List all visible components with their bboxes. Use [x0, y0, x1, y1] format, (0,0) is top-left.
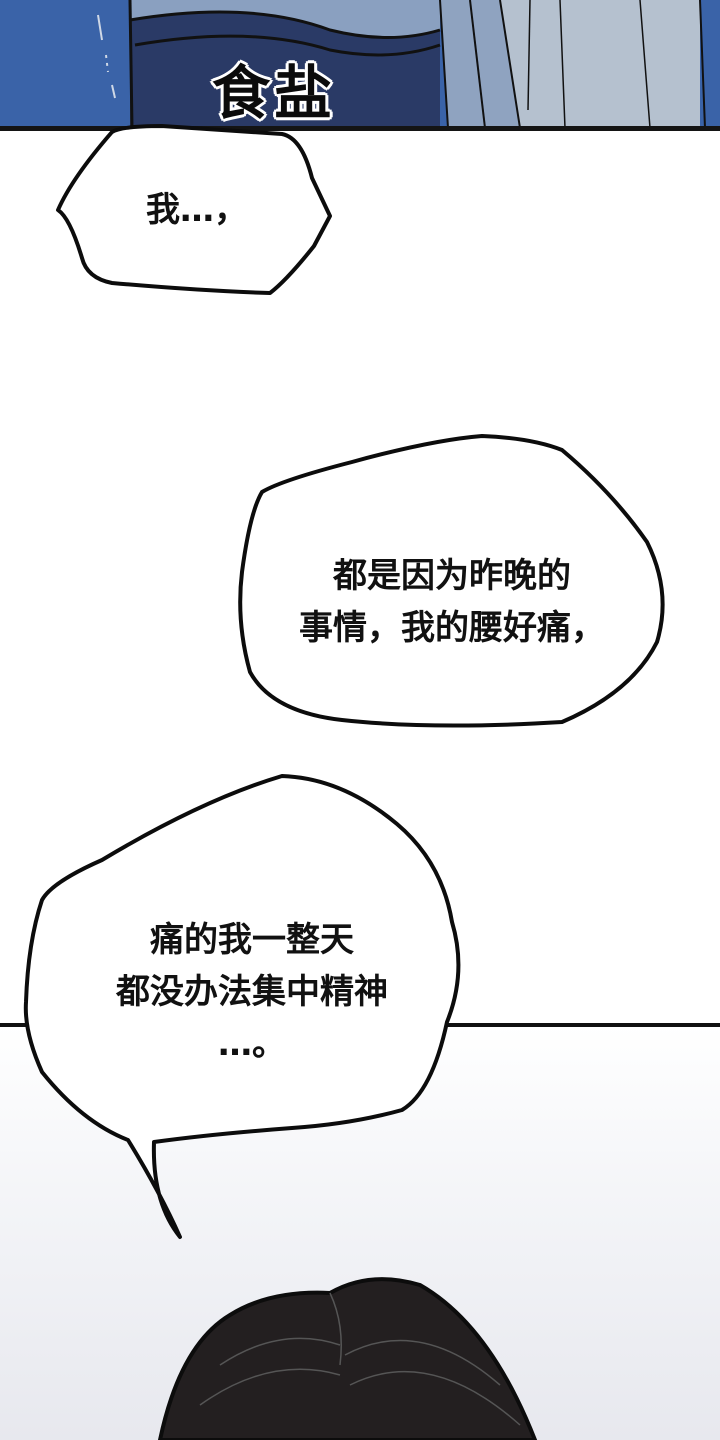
salt-bag-illustration: [0, 0, 720, 128]
salt-label: 食盐: [212, 59, 337, 127]
panel-divider-top: [0, 126, 720, 131]
bubble-3-line-1: 痛的我一整天: [150, 920, 354, 960]
top-comic-panel: 食盐: [0, 0, 720, 128]
bubble-2-line-2: 事情，我的腰好痛，: [299, 608, 605, 648]
speech-bubble-2: 都是因为昨晚的 事情，我的腰好痛，: [232, 432, 672, 732]
bubble-1-line-1: 我…，: [146, 190, 248, 230]
bubble-2-line-1: 都是因为昨晚的: [333, 556, 571, 596]
bubble-3-line-2: 都没办法集中精神: [116, 972, 388, 1012]
speech-bubble-1: 我…，: [52, 118, 342, 308]
bubble-3-line-3: …。: [218, 1024, 286, 1064]
character-head-illustration: [157, 1277, 538, 1440]
speech-bubble-3: 痛的我一整天 都没办法集中精神 …。: [22, 772, 482, 1242]
